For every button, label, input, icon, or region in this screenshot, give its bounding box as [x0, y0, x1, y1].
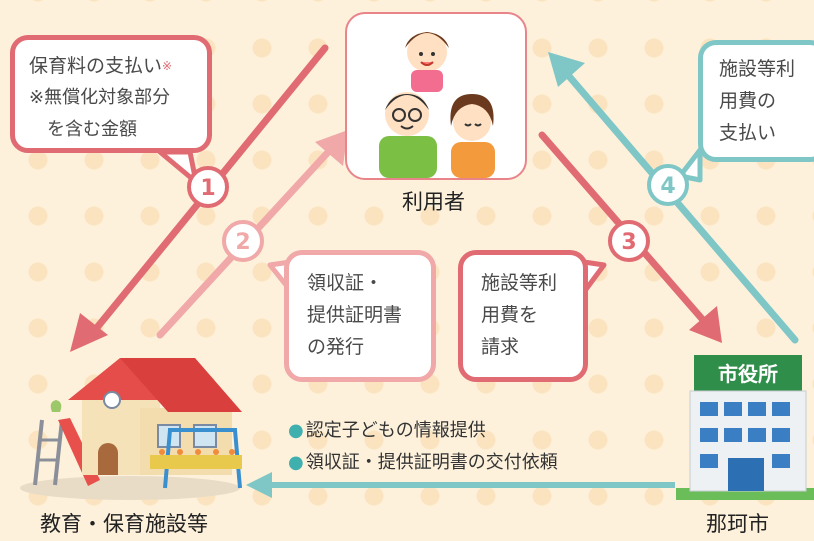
arrow-cost-payment: [548, 52, 799, 344]
info-item-child-info: ●認定子どもの情報提供: [288, 416, 486, 442]
bullet-dot-icon: ●: [288, 420, 304, 441]
facility-payment-line2: 用費の: [719, 90, 777, 112]
family-icon: [379, 32, 495, 178]
callout-facility-payment: 施設等利 用費の 支払い: [698, 40, 814, 162]
callout-tail-facility-payment: [677, 147, 703, 183]
arrow-info-provision: [246, 472, 675, 498]
info-item-text: 領収証・提供証明書の交付依頼: [305, 452, 558, 473]
step-number-3: 3: [621, 230, 636, 255]
info-item-receipt-request: ●領収証・提供証明書の交付依頼: [288, 448, 558, 474]
facility-payment-line3: 支払い: [719, 122, 777, 144]
payment-fee-mark: ※: [162, 59, 173, 73]
users-illustration-card: [345, 12, 527, 180]
payment-fee-note2: を含む金額: [47, 119, 137, 140]
facility-label: 教育・保育施設等: [40, 512, 208, 536]
request-line3: 請求: [481, 336, 520, 358]
request-line1: 施設等利: [481, 272, 558, 294]
info-item-text: 認定子どもの情報提供: [305, 420, 486, 441]
city-label: 那珂市: [706, 512, 769, 536]
receipt-line3: の発行: [307, 336, 365, 358]
step-badge-1: 1: [187, 166, 229, 208]
step-badge-3: 3: [608, 220, 650, 262]
callout-request: 施設等利 用費を 請求: [458, 250, 588, 382]
bullet-dot-icon: ●: [288, 452, 304, 473]
request-line2: 用費を: [481, 304, 539, 326]
facility-payment-line1: 施設等利: [719, 58, 796, 80]
receipt-line1: 領収証・: [307, 272, 384, 294]
step-badge-2: 2: [222, 220, 264, 262]
payment-fee-text: 保育料の支払い: [29, 55, 163, 77]
receipt-line2: 提供証明書: [307, 304, 403, 326]
step-number-1: 1: [200, 176, 215, 201]
city-hall-sign: 市役所: [718, 362, 778, 386]
step-badge-4: 4: [647, 164, 689, 206]
facility-illustration: [20, 358, 242, 500]
users-label: 利用者: [402, 190, 465, 214]
step-number-4: 4: [660, 174, 675, 199]
city-hall-illustration: 市役所: [676, 355, 814, 500]
callout-payment-fee: 保育料の支払い※ ※無償化対象部分 を含む金額: [10, 35, 212, 153]
payment-fee-note1: ※無償化対象部分: [29, 87, 171, 108]
callout-receipt: 領収証・ 提供証明書 の発行: [284, 250, 436, 382]
step-number-2: 2: [235, 230, 250, 255]
